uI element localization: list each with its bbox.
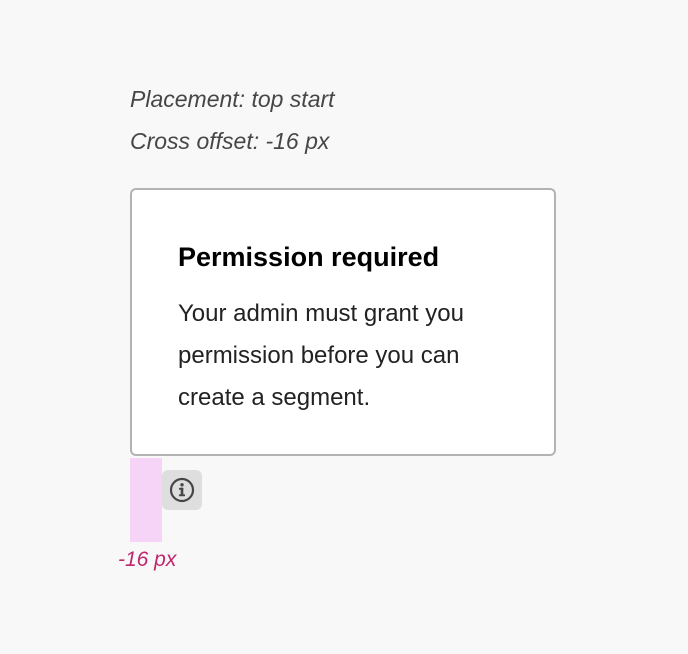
popover: Permission required Your admin must gran…	[130, 188, 556, 456]
info-button[interactable]	[162, 470, 202, 510]
popover-title: Permission required	[178, 242, 440, 272]
popover-body: Your admin must grant you permission bef…	[178, 300, 464, 411]
cross-offset-caption: Cross offset: -16 px	[130, 128, 330, 154]
cross-offset-label: -16 px	[118, 548, 177, 571]
placement-caption: Placement: top start	[130, 86, 335, 112]
info-icon	[169, 477, 195, 503]
cross-offset-marker	[130, 458, 162, 542]
